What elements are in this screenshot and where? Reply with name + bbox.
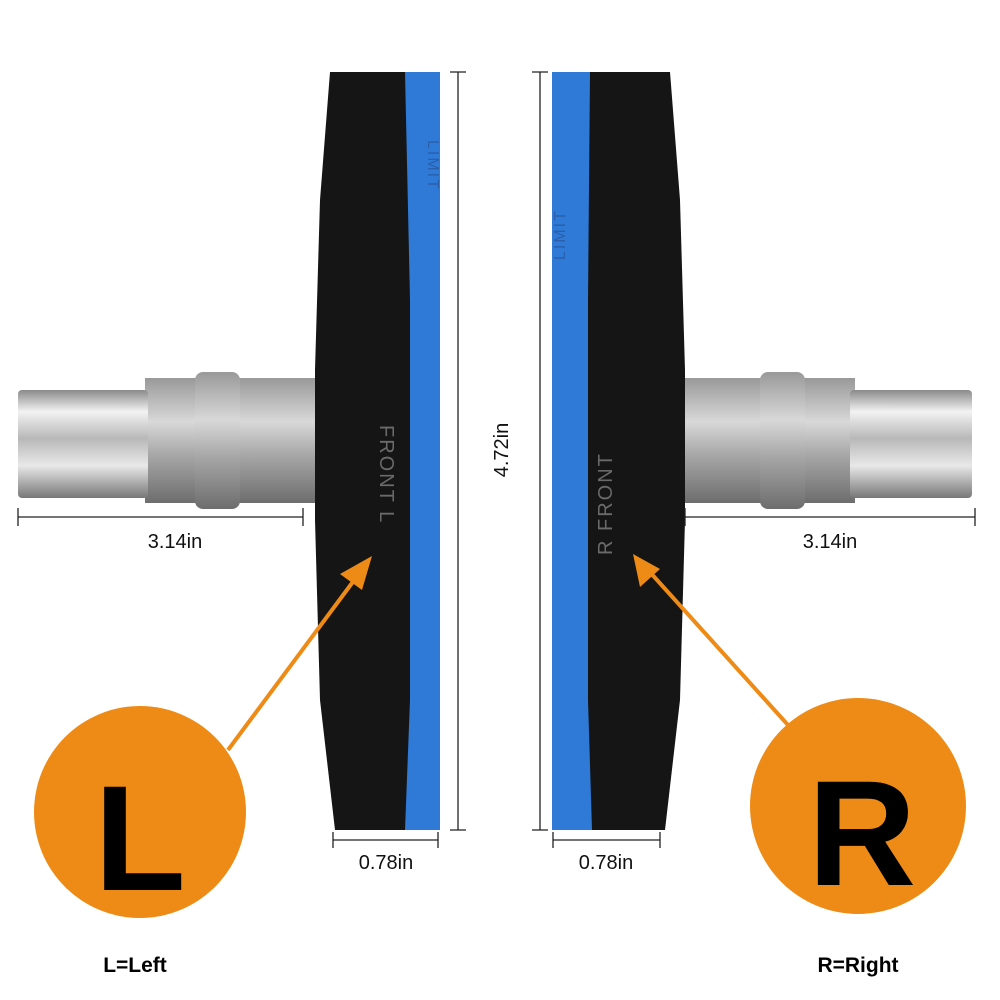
left-washer: [195, 372, 240, 509]
left-pad-body: [315, 72, 440, 830]
right-nut: [850, 390, 972, 498]
pad-height-label: 4.72in: [491, 423, 513, 478]
dimension-lines: [17, 71, 976, 848]
left-marker-letter: L: [94, 754, 186, 922]
right-stud-length-label: 3.14in: [803, 531, 858, 553]
left-pad-blue-insert: [405, 72, 440, 830]
left-arrowhead-icon: [340, 556, 372, 590]
left-front-embossing: FRONT L: [375, 425, 397, 524]
right-arrowhead-icon: [633, 554, 660, 587]
right-caption: R=Right: [817, 954, 898, 977]
left-pad-width-label: 0.78in: [359, 852, 414, 874]
right-brake-pad: LIMIT R FRONT: [552, 72, 972, 830]
right-pad-blue-insert: [552, 72, 592, 830]
right-marker-circle: [750, 698, 966, 914]
right-arrow: [646, 568, 799, 737]
left-nut: [18, 390, 148, 498]
left-limit-embossing: LIMIT: [424, 140, 441, 191]
right-pad-width-label: 0.78in: [579, 852, 634, 874]
left-brake-pad: LIMIT FRONT L: [18, 72, 441, 830]
right-limit-embossing: LIMIT: [552, 209, 569, 260]
left-marker-circle: [34, 706, 246, 918]
orange-arrows: [226, 554, 799, 752]
right-marker-letter: R: [808, 749, 916, 917]
left-caption: L=Left: [103, 954, 167, 977]
right-washer: [760, 372, 805, 509]
left-stud-length-label: 3.14in: [148, 531, 203, 553]
left-arrow: [226, 573, 360, 752]
right-front-embossing: R FRONT: [595, 452, 617, 555]
